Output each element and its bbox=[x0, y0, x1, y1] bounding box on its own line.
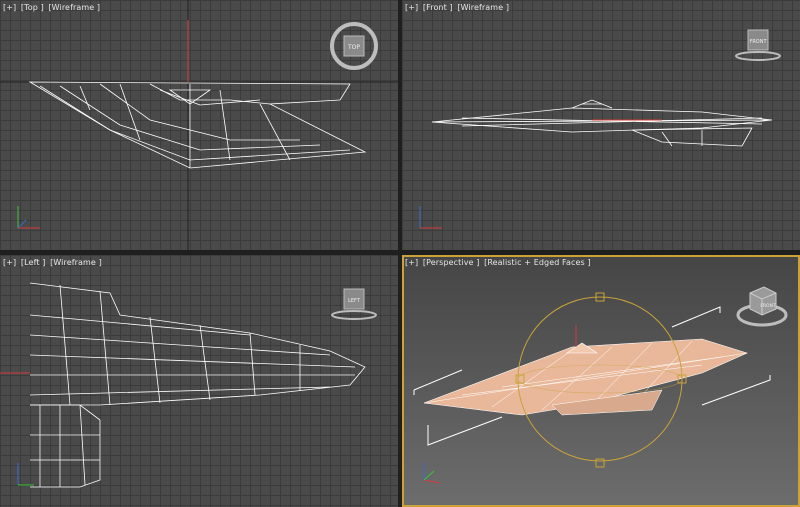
shading-mode-button[interactable]: [Realistic + Edged Faces ] bbox=[484, 258, 591, 267]
viewport-menu-button[interactable]: [+] bbox=[3, 258, 17, 267]
view-name-button[interactable]: [Top ] bbox=[20, 3, 44, 12]
viewport-perspective-label: [+] [Perspective ] [Realistic + Edged Fa… bbox=[405, 258, 593, 267]
viewcube-icon[interactable]: FRONT bbox=[730, 24, 786, 64]
viewport-top-label: [+] [Top ] [Wireframe ] bbox=[3, 3, 102, 12]
viewcube-label: TOP bbox=[347, 44, 360, 51]
viewport-front-label: [+] [Front ] [Wireframe ] bbox=[405, 3, 511, 12]
top-wireframe-model bbox=[0, 0, 398, 250]
viewcube-label: FRONT bbox=[760, 303, 776, 309]
viewcube-icon[interactable]: TOP bbox=[326, 18, 382, 74]
viewcube-label: FRONT bbox=[749, 39, 767, 45]
axis-tripod-icon bbox=[419, 206, 442, 229]
axis-tripod-icon bbox=[423, 463, 441, 484]
viewcube-label: LEFT bbox=[348, 298, 361, 304]
shading-mode-button[interactable]: [Wireframe ] bbox=[48, 3, 101, 12]
axis-tripod-icon bbox=[17, 206, 40, 229]
viewcube-icon[interactable]: FRONT bbox=[732, 279, 792, 331]
viewport-menu-button[interactable]: [+] bbox=[405, 258, 419, 267]
viewport-left[interactable]: [+] [Left ] [Wireframe ] LEFT bbox=[0, 255, 398, 507]
viewport-left-label: [+] [Left ] [Wireframe ] bbox=[3, 258, 104, 267]
viewport-top[interactable]: [+] [Top ] [Wireframe ] bbox=[0, 0, 398, 250]
front-wireframe-model bbox=[431, 99, 773, 147]
viewcube-icon[interactable]: LEFT bbox=[326, 283, 382, 323]
view-name-button[interactable]: [Left ] bbox=[20, 258, 46, 267]
left-wireframe-model bbox=[0, 282, 366, 488]
viewport-menu-button[interactable]: [+] bbox=[405, 3, 419, 12]
viewport-menu-button[interactable]: [+] bbox=[3, 3, 17, 12]
viewport-front[interactable]: [+] [Front ] [Wireframe ] FRONT bbox=[402, 0, 800, 250]
viewport-perspective[interactable]: [+] [Perspective ] [Realistic + Edged Fa… bbox=[402, 255, 800, 507]
view-name-button[interactable]: [Front ] bbox=[422, 3, 453, 12]
axis-tripod-icon bbox=[17, 463, 34, 486]
perspective-shaded-model bbox=[413, 292, 771, 468]
view-name-button[interactable]: [Perspective ] bbox=[422, 258, 480, 267]
shading-mode-button[interactable]: [Wireframe ] bbox=[457, 3, 510, 12]
shading-mode-button[interactable]: [Wireframe ] bbox=[50, 258, 102, 267]
